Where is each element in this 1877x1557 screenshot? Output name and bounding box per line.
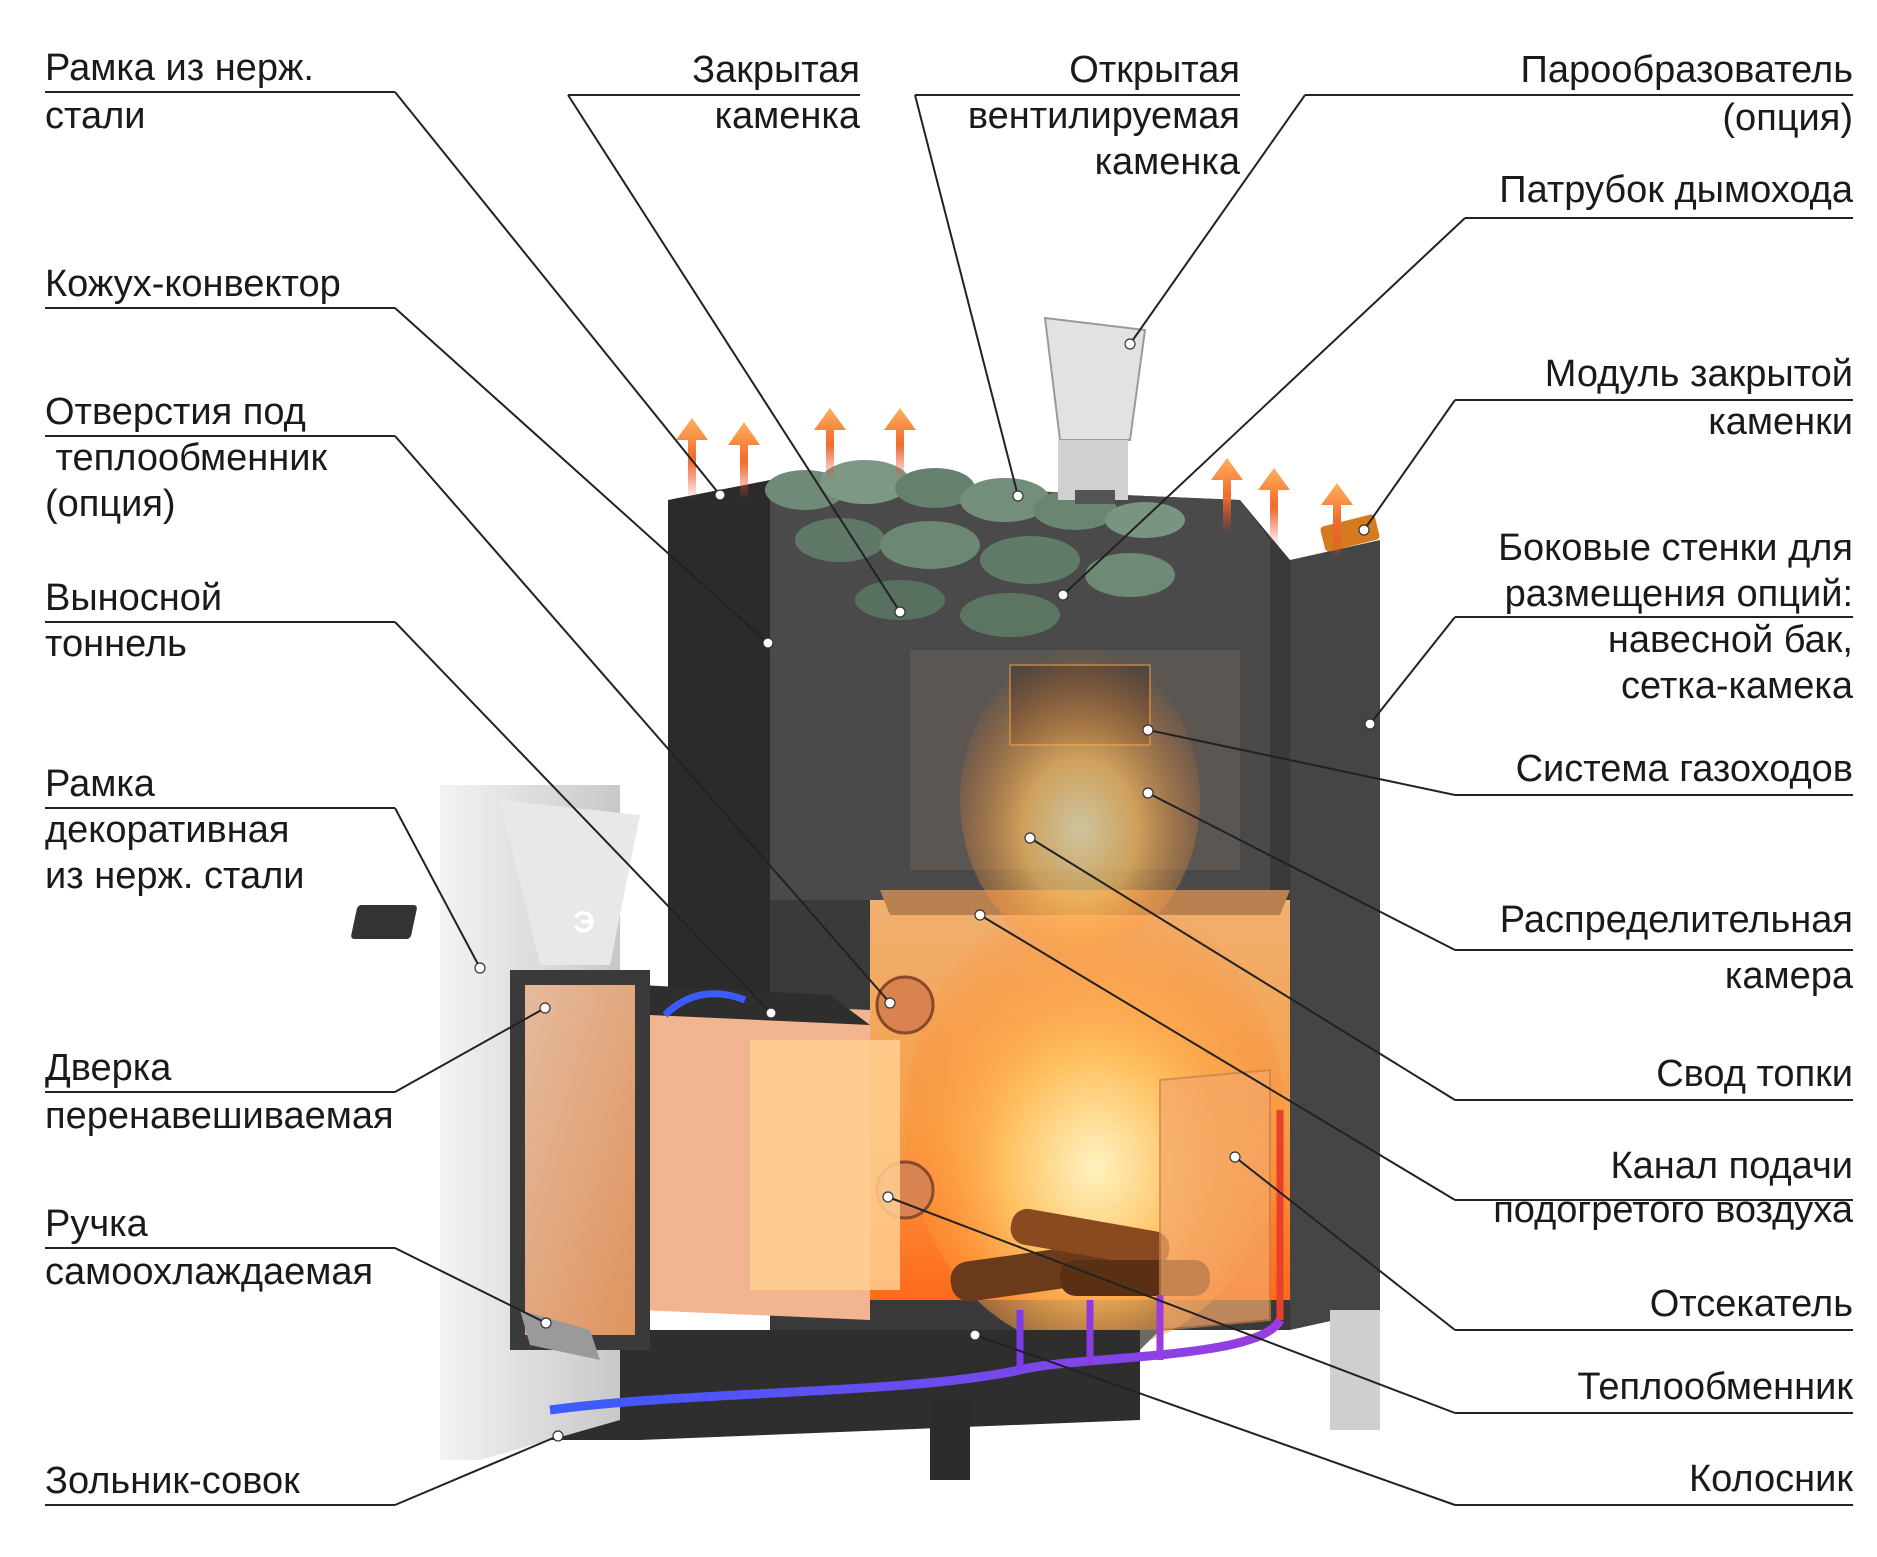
brand-logo — [351, 905, 417, 939]
leader-lines — [45, 91, 1853, 1506]
label-cutoff: Отсекатель — [1650, 1283, 1853, 1325]
heat-exchanger-hole-upper — [875, 975, 935, 1035]
labels-right: Парообразователь(опция) Патрубок дымоход… — [1493, 49, 1854, 1500]
side-wall-right — [1290, 540, 1380, 1330]
brand-logo-text: Э — [573, 906, 594, 939]
anchor-dots — [474, 338, 1376, 1442]
door-glass — [525, 985, 635, 1335]
label-steam-generator: Парообразователь(опция) — [1521, 49, 1853, 139]
stove-leg-right — [1330, 1310, 1380, 1430]
flame-upper — [960, 650, 1200, 950]
stove-illustration: Э — [351, 316, 1380, 1480]
air-top-tunnel — [662, 990, 747, 1018]
cold-air-flow — [549, 1317, 1285, 1415]
door-handle — [520, 1310, 600, 1360]
label-frame-ss: Рамка из нерж.стали — [45, 47, 314, 137]
chimney-collar — [1075, 490, 1115, 504]
label-heat-exchanger: Теплообменник — [1577, 1366, 1853, 1408]
tunnel-inner-glow — [750, 1040, 900, 1290]
label-heat-exchanger-holes: Отверстия под теплообменник(опция) — [45, 391, 327, 525]
sauna-stones — [765, 460, 1185, 637]
label-chimney-pipe: Патрубок дымохода — [1499, 169, 1854, 211]
steam-generator — [1043, 316, 1147, 441]
label-firebox-vault: Свод топки — [1656, 1053, 1853, 1095]
labels-left: Рамка из нерж.стали Кожух-конвектор Отве… — [45, 47, 394, 1502]
deflector-plate — [1159, 1068, 1271, 1332]
label-gas-ducts: Система газоходов — [1516, 748, 1853, 790]
label-ash-pan: Зольник-совок — [45, 1460, 300, 1502]
label-casing-convector: Кожух-конвектор — [45, 263, 341, 305]
ash-pan-box — [510, 1330, 1140, 1440]
stove-leg-mid — [930, 1400, 970, 1480]
label-grate: Колосник — [1689, 1458, 1853, 1500]
convector-casing-left — [668, 480, 770, 1130]
